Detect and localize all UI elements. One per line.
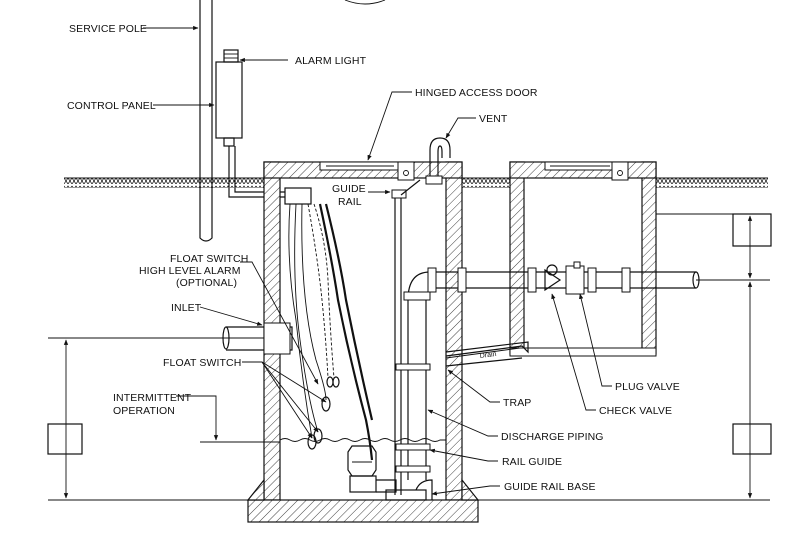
valve-vault: [509, 161, 657, 357]
top-edge-fragment: [344, 0, 386, 5]
guide-rail-discharge: [391, 179, 700, 495]
plug-valve-label: PLUG VALVE: [615, 381, 680, 393]
drain-label: Drain: [479, 351, 497, 360]
discharge-piping-label: DISCHARGE PIPING: [501, 431, 604, 443]
guide-label: GUIDE: [332, 183, 366, 195]
vent-pipe: [425, 137, 451, 185]
service-pole-label: SERVICE POLE: [69, 23, 147, 35]
rail-guide-label: RAIL GUIDE: [502, 456, 562, 468]
vent-label: VENT: [479, 113, 508, 125]
dim-box-right-top: [732, 213, 772, 247]
float-switch-high-label-3: (OPTIONAL): [176, 277, 237, 289]
rail-label: RAIL: [338, 196, 362, 208]
labels: SERVICE POLE ALARM LIGHT CONTROL PANEL H…: [67, 23, 680, 493]
junction-box: [284, 187, 312, 205]
water-level: [279, 438, 446, 442]
float-switch-high-label-2: HIGH LEVEL ALARM: [139, 265, 241, 277]
drain-pipe: Drain: [445, 341, 529, 367]
right-dimension: [478, 213, 772, 501]
hinged-access-door-label: HINGED ACCESS DOOR: [415, 87, 538, 99]
service-pole: [199, 0, 213, 242]
inlet-label: INLET: [171, 302, 202, 314]
float-cables: [288, 203, 374, 461]
leader-lines: [143, 25, 612, 496]
dim-box-right-bottom: [732, 423, 772, 455]
control-panel-label: CONTROL PANEL: [67, 100, 156, 112]
trap-label: TRAP: [503, 397, 531, 409]
guide-rail-base-label: GUIDE RAIL BASE: [504, 481, 596, 493]
check-valve-label: CHECK VALVE: [599, 405, 672, 417]
intermittent-label-2: OPERATION: [113, 405, 175, 417]
float-switch-label: FLOAT SWITCH: [163, 357, 241, 369]
ground-surface: [64, 177, 768, 188]
pump: [347, 445, 433, 501]
inlet-pipe: [222, 322, 293, 355]
alarm-light-label: ALARM LIGHT: [295, 55, 367, 67]
intermittent-label-1: INTERMITTENT: [113, 392, 192, 404]
dim-box-left: [47, 423, 83, 455]
left-dimension: [47, 337, 280, 501]
float-switch-high-label-1: FLOAT SWITCH: [170, 253, 248, 265]
